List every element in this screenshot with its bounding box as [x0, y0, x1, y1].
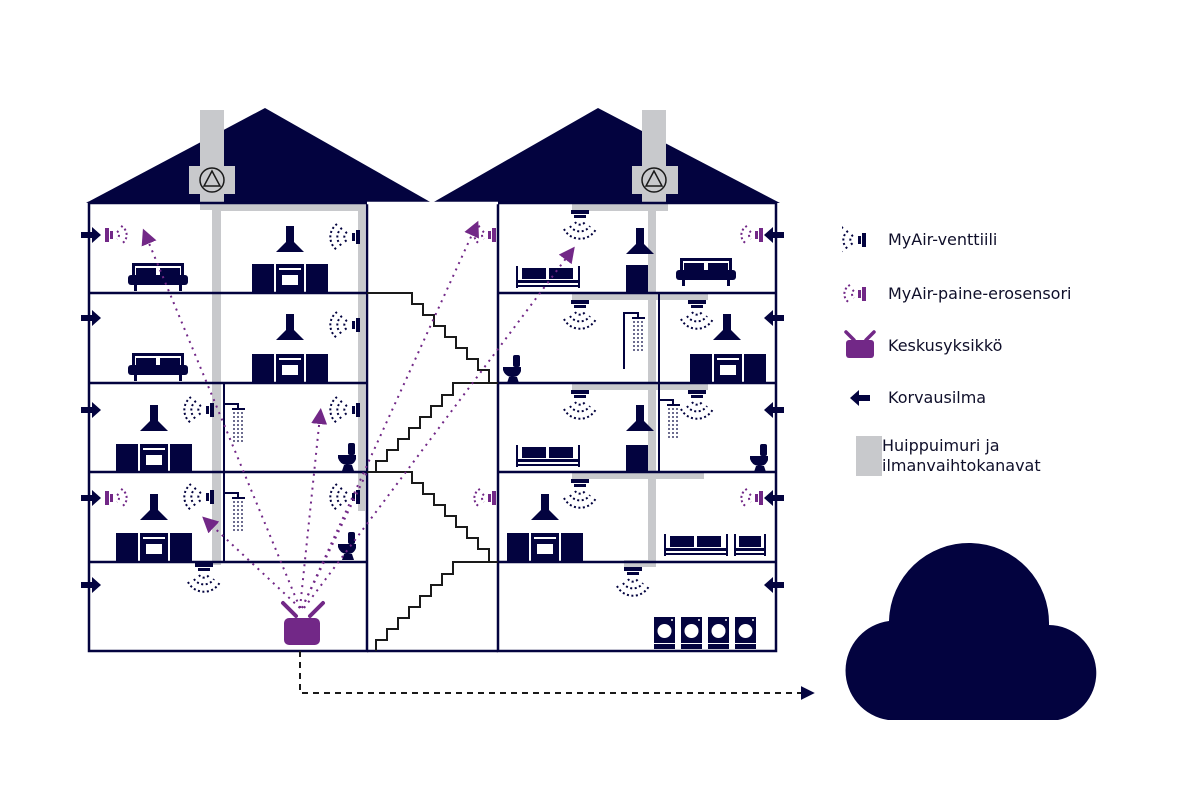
air-arrow-icon	[81, 577, 101, 593]
air-arrow-icon	[764, 310, 784, 326]
air-arrow-icon	[81, 227, 101, 243]
pressure-sensors	[104, 225, 763, 508]
legend-label: Keskusyksikkö	[888, 336, 1003, 355]
sofa-icon	[664, 534, 728, 556]
legend-item-valve: MyAir-venttiili	[842, 224, 997, 256]
air-arrow-icon	[764, 227, 784, 243]
myair-valve-icon	[842, 226, 867, 254]
legend-label: MyAir-paine-erosensori	[888, 284, 1072, 303]
cloud-icon	[845, 542, 1097, 720]
left-building-furniture	[116, 226, 356, 561]
myair-valve-icon	[563, 478, 597, 509]
left-roof	[86, 108, 432, 203]
air-arrow-icon	[764, 490, 784, 506]
myair-valve-icon	[329, 396, 361, 424]
ventilation-ducts	[212, 203, 708, 567]
myair-valve-icon	[563, 299, 597, 330]
bed-icon	[128, 263, 188, 291]
myair-valve-icon	[329, 311, 361, 339]
sofa-icon	[516, 266, 580, 288]
kitchen-icon	[116, 533, 192, 561]
pressure-sensor-icon	[474, 226, 496, 244]
kitchen-icon	[690, 354, 766, 382]
kitchen-icon	[252, 264, 328, 292]
exhaust-fans	[189, 110, 678, 210]
pressure-sensor-icon	[474, 489, 496, 507]
legend-label: MyAir-venttiili	[888, 230, 998, 249]
myair-valve-icon	[183, 396, 215, 424]
right-building-frame	[496, 201, 778, 653]
air-arrow-icon	[81, 402, 101, 418]
washing-machine-icon	[735, 617, 756, 649]
central-unit-icon	[844, 330, 876, 358]
armchair-icon	[734, 534, 766, 556]
washing-machine-icon	[654, 617, 675, 649]
myair-valve-icon	[680, 389, 714, 420]
toilet-icon	[503, 355, 521, 383]
left-building-frame	[87, 201, 369, 653]
replacement-air-arrow-icon	[842, 382, 882, 414]
right-roof	[432, 108, 780, 203]
building-frames	[87, 201, 778, 653]
washing-machine-icon	[681, 617, 702, 649]
roofs	[86, 108, 780, 203]
kitchen-icon	[252, 354, 328, 382]
shower-icon	[623, 312, 646, 370]
cooker-hood-icon	[140, 405, 168, 431]
toilet-icon	[338, 443, 356, 471]
air-arrow-icon	[764, 577, 784, 593]
sofa-icon	[516, 445, 580, 467]
air-arrow-icon	[81, 310, 101, 326]
cooker-hood-icon	[276, 314, 304, 340]
myair-valve-icon	[563, 389, 597, 420]
myair-valve-icon	[616, 566, 650, 597]
pressure-sensor-icon	[104, 225, 128, 245]
myair-valve-icon	[329, 483, 361, 511]
central-unit-icon	[281, 601, 325, 645]
myair-valve-icon	[329, 223, 361, 251]
toilet-icon	[750, 444, 768, 472]
bed-icon	[676, 258, 736, 286]
shower-icon	[658, 399, 681, 457]
cooker-hood-icon	[713, 314, 741, 340]
bed-icon	[128, 353, 188, 381]
legend-label: Huippuimuri ja ilmanvaihtokanavat	[882, 436, 1041, 475]
stairwell	[367, 292, 498, 651]
legend-item-sensor: MyAir-paine-erosensori	[842, 278, 1071, 310]
pressure-sensor-icon	[842, 278, 882, 310]
legend-item-central-unit: Keskusyksikkö	[842, 328, 1002, 360]
cloud-connection-line	[299, 651, 815, 700]
pressure-sensor-icon	[741, 226, 763, 244]
cooker-hood-icon	[531, 494, 559, 520]
kitchen-icon	[507, 533, 583, 561]
toilet-icon	[338, 532, 356, 560]
legend-label: Korvausilma	[888, 388, 987, 407]
legend-item-ducts: Huippuimuri ja ilmanvaihtokanavat	[842, 436, 1041, 476]
cooker-hood-icon	[276, 226, 304, 252]
myair-valve-icon	[680, 299, 714, 330]
right-building-furniture	[503, 228, 768, 649]
kitchen-icon	[116, 444, 192, 472]
washing-machine-icon	[708, 617, 729, 649]
myair-valve-icon	[187, 562, 221, 593]
cooker-hood-icon	[140, 494, 168, 520]
duct-swatch-icon	[856, 436, 882, 476]
myair-valve-icon	[183, 483, 215, 511]
pressure-sensor-icon	[104, 488, 128, 508]
pressure-sensor-icon	[741, 489, 763, 507]
legend-item-replacement-air: Korvausilma	[842, 382, 986, 414]
myair-valve-icon	[563, 209, 597, 240]
air-arrow-icon	[764, 402, 784, 418]
air-arrow-icon	[81, 490, 101, 506]
